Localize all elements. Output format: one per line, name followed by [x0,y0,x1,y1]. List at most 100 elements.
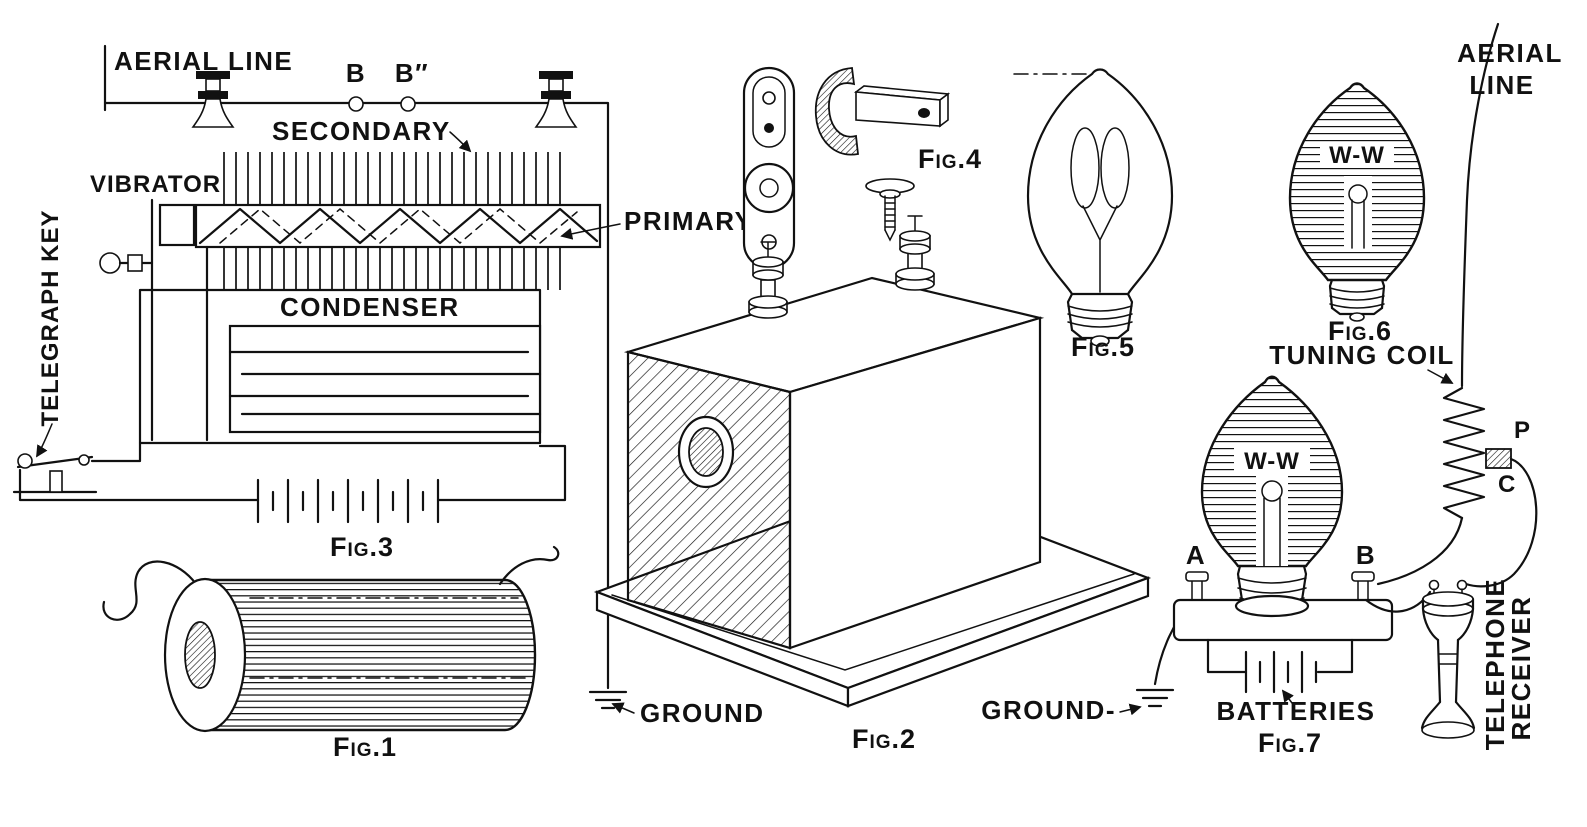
insulator-left [192,70,234,128]
telegraph-key [12,453,98,494]
phone-terminal-left [1428,579,1440,591]
water-label: W-W [1329,142,1385,169]
thumbscrew-collar [879,189,901,199]
post-cap-top [752,256,784,268]
telegraph-key-arrow [36,423,53,458]
spark-ball-right [400,96,416,112]
primary-zigzag-dashed [219,208,578,244]
slider-to-phone-wire [1464,457,1538,588]
clamp-arm-end [939,92,949,128]
post-flange-top [895,267,935,281]
slider-label-p: P [1514,417,1531,444]
fig4-parts: Fig.4 [742,66,982,270]
post-b [1351,571,1375,601]
screw-base-sides [1236,564,1308,602]
filament-window [1344,176,1372,248]
key-pivot [49,470,63,493]
fig1-caption: Fig.1 [333,732,397,762]
secondary-leader-arrow [449,131,472,153]
coil-lead-wire-left [102,560,198,621]
tuning-coil-label: TUNING COIL [1269,340,1455,370]
ground-arrow-left [611,702,635,714]
filament-loop-right [1100,127,1130,209]
fig7-detector: A B W-W GROUND- BATTERIES Fig.7 [981,375,1394,758]
aerial-wire-right [1460,22,1500,388]
post-flange-top [748,295,788,309]
ground-symbol-left [588,690,628,710]
thumbscrew-threads [884,202,896,228]
tuning-coil-arrow [1427,369,1454,384]
primary-zigzag [198,207,599,245]
bracket-hole-top [762,91,776,105]
telephone-receiver: TELEPHONE RECEIVER [1364,578,1536,750]
filament-stem [1351,199,1365,249]
key-contact [78,454,90,466]
fig3-transmitter-circuit: AERIAL LINE B B″ SECONDARY PRIMARY VIBRA… [12,44,752,690]
socket-flange [1234,594,1310,618]
vibrator-box [158,203,196,247]
fig2-caption: Fig.2 [852,724,916,754]
aerial-label-line1: AERIAL [1457,38,1563,68]
post-b-label: B [1356,540,1376,570]
screw-base-sides [1066,292,1134,332]
thumbscrew [865,178,915,242]
battery-cells [1244,650,1318,694]
ground-symbol-right [1135,688,1175,708]
post-a-label: A [1186,540,1206,570]
coil-winding-body [203,578,537,732]
post-stem [1357,580,1369,601]
screw-base-threads [1329,287,1385,309]
filament-stem [1263,497,1281,567]
base-contact-nub [1090,335,1110,347]
phone-cap-top [1422,591,1474,607]
filament-stem [1082,205,1118,293]
condenser-plates [228,350,542,416]
fig3-caption: Fig.3 [330,532,394,562]
condenser-box [228,324,542,434]
binding-post-back [895,215,935,291]
phone-base [1421,721,1475,739]
water-label-gap [1234,448,1310,474]
aerial-and-ground-wire [103,101,610,690]
fig5-caption: Fig.5 [1071,332,1135,362]
post-cap-bottom [752,269,784,281]
coil-to-post-b-wire [1376,516,1464,586]
water-label-gap [1320,142,1394,168]
spark-ball-left [348,96,364,112]
bulb-glass [1026,68,1174,296]
filament-loop [1348,184,1368,204]
condenser-label: CONDENSER [280,292,460,322]
base-side-right [846,576,1150,708]
detector-water-label: W-W [1244,448,1300,475]
ground-arrow-right [1119,703,1142,716]
battery-leads [18,441,567,502]
phone-terminal-right [1456,579,1468,591]
phone-bell [1421,607,1475,642]
post-cap [1185,571,1209,582]
vibrator-label: VIBRATOR [90,171,221,198]
batteries-label: BATTERIES [1217,696,1376,726]
battery-leads [1206,638,1354,674]
base-contact-nub [1349,312,1365,322]
phone-base-flare [1420,700,1476,730]
fig7-caption: Fig.7 [1258,728,1322,758]
fig6-water-bulb: W-W Fig.6 [1288,82,1426,346]
filament-loop [1261,480,1283,502]
clamp-arm-hole [918,108,930,118]
fig4-caption: Fig.4 [918,144,982,174]
spark-ball-left-label: B [346,58,366,88]
bracket-boss-center [759,178,779,198]
phone-neck-rings [1438,653,1458,665]
filament-window [1256,476,1288,566]
box-left-face [626,350,792,650]
post-cap-top [899,230,931,242]
telephone-label-word2: RECEIVER [1506,596,1536,741]
fig2-detector-box: GROUND Fig.2 [588,215,1152,754]
coil-slider-block [1485,448,1512,469]
bracket-boss [743,162,795,214]
phone-neck [1436,638,1460,704]
clamp-hook [814,67,859,156]
receiver-aerial-and-tuner: AERIAL LINE TUNING COIL P C [1269,22,1563,588]
